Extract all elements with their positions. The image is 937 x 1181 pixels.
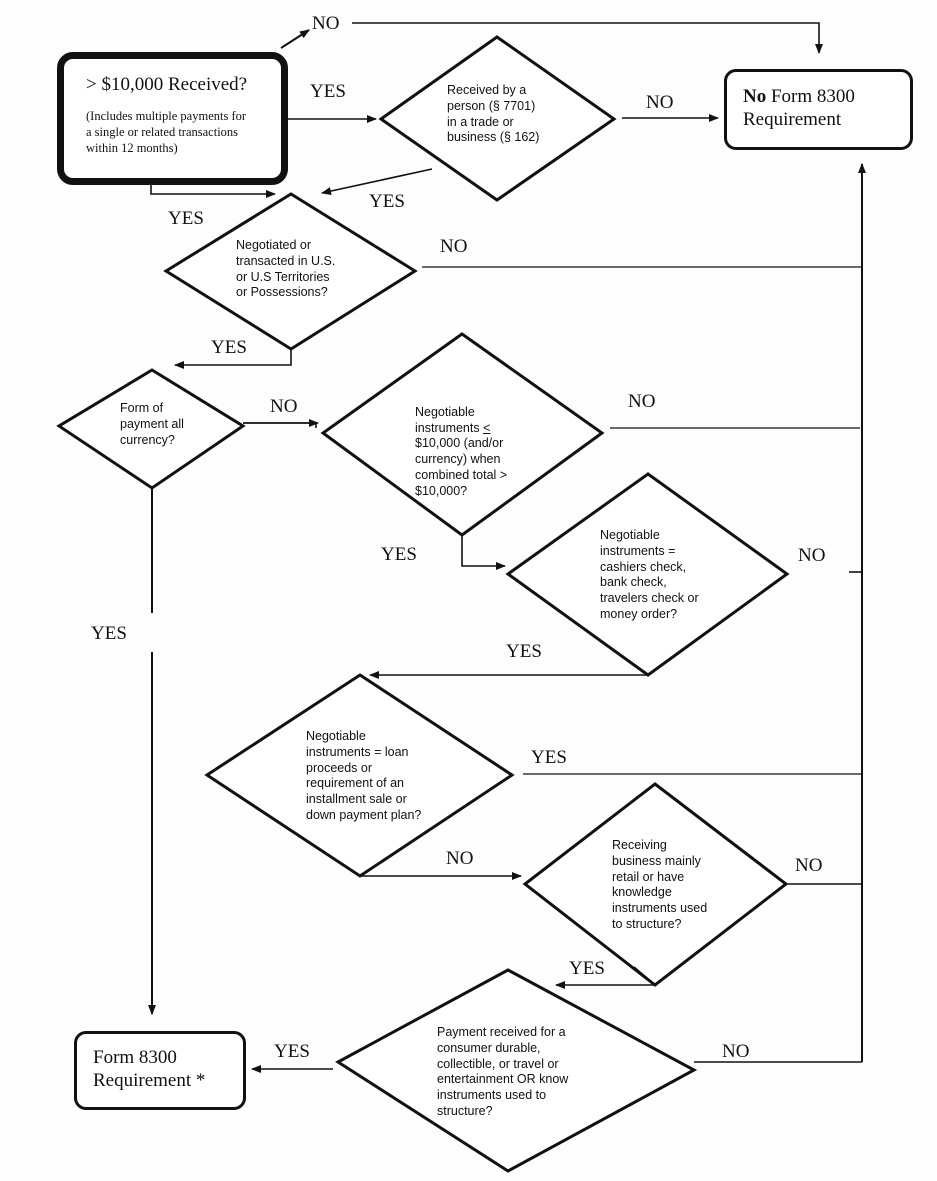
label-d3-yes: YES: [91, 623, 127, 644]
d4-line1: Negotiable: [415, 404, 475, 419]
label-d2-yes: YES: [211, 337, 247, 358]
result-no-form-8300-bold-no: No: [743, 86, 767, 107]
label-d5-no: NO: [798, 545, 826, 566]
label-d8-yes: YES: [274, 1041, 310, 1062]
label-d7-yes: YES: [569, 958, 605, 979]
edge-start-no: [280, 29, 310, 49]
label-start-yes-down: YES: [168, 208, 204, 229]
label-start-yes-right: YES: [310, 81, 346, 102]
result-no-form-8300-line1: No Form 8300: [743, 85, 910, 108]
start-node-subtitle: (Includes multiple payments for a single…: [86, 109, 247, 155]
decision-diamond-consumer-durable: [335, 968, 698, 1173]
start-node-over-10000: > $10,000 Received? (Includes multiple p…: [57, 52, 288, 185]
decision-text-us-territory: Negotiated or transacted in U.S. or U.S …: [236, 238, 336, 300]
d4-rest: $10,000 (and/or currency) when combined …: [415, 436, 508, 498]
start-node-title: > $10,000 Received?: [86, 74, 248, 95]
label-d4-yes: YES: [381, 544, 417, 565]
edge-d2-yes: [174, 349, 292, 369]
label-d7-no: NO: [795, 855, 823, 876]
d4-less-equal-symbol: <: [483, 420, 491, 435]
result-form-8300-line2: Requirement *: [93, 1070, 206, 1091]
label-d1-no: NO: [646, 92, 674, 113]
label-d4-no: NO: [628, 391, 656, 412]
decision-text-trade-business: Received by a person (§ 7701) in a trade…: [447, 83, 540, 145]
edge-d1-yes: [321, 168, 433, 195]
label-d5-yes: YES: [506, 641, 542, 662]
edge-d4-yes: [461, 535, 506, 570]
edge-start-no-continued: [352, 22, 823, 54]
decision-text-cashiers-check: Negotiable instruments = cashiers check,…: [600, 528, 699, 621]
decision-text-loan-proceeds: Negotiable instruments = loan proceeds o…: [306, 729, 422, 822]
edge-d7-yes: [555, 966, 658, 989]
decision-text-all-currency: Form of payment all currency?: [120, 401, 184, 447]
decision-text-retail-structure: Receiving business mainly retail or have…: [612, 838, 708, 931]
label-start-no: NO: [312, 13, 340, 34]
result-no-form-8300-line2: Requirement: [743, 109, 842, 130]
result-no-form-8300: No Form 8300 Requirement: [724, 69, 913, 150]
label-d6-no: NO: [446, 848, 474, 869]
result-no-form-8300-title: Form 8300: [766, 86, 855, 107]
d4-line2-pre: instruments: [415, 420, 484, 435]
label-d8-no: NO: [722, 1041, 750, 1062]
decision-diamond-trade-business: [378, 35, 617, 202]
result-form-8300-line1: Form 8300: [93, 1047, 177, 1068]
decision-text-consumer-durable: Payment received for a consumer durable,…: [437, 1025, 569, 1118]
label-d3-no: NO: [270, 396, 298, 417]
edge-start-yes-down: [150, 183, 276, 198]
label-d1-yes: YES: [369, 191, 405, 212]
label-d6-yes: YES: [531, 747, 567, 768]
result-form-8300-required: Form 8300 Requirement *: [74, 1031, 246, 1110]
label-d2-no: NO: [440, 236, 468, 257]
